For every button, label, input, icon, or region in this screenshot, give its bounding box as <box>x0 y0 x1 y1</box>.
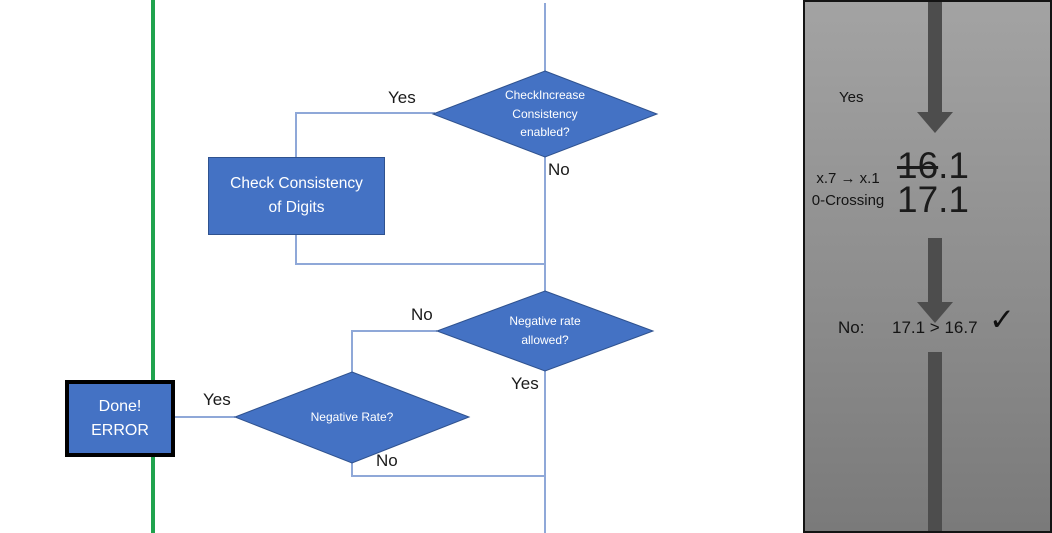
branch-label-no: No <box>411 305 433 324</box>
old-value-rest: .1 <box>938 145 970 186</box>
branch-label-yes: Yes <box>388 88 416 107</box>
branch-label-yes: Yes <box>203 390 231 409</box>
decision-rate-allowed-label: Negative rate allowed? <box>509 314 581 347</box>
branch-label-no: No <box>376 451 398 470</box>
no-return-connector <box>351 463 545 477</box>
no-branch-connector <box>351 330 437 372</box>
old-value: 16.1 <box>897 147 969 184</box>
side-annotation-panel: Yes x.7 → x.1 0-Crossing 16.1 17.1 No: 1… <box>803 0 1052 533</box>
flow-arrow-down-icon <box>928 238 942 303</box>
green-guide-line <box>151 0 155 533</box>
decision-negative-rate-label: Negative Rate? <box>310 409 394 424</box>
panel-rule-text: x.7 → x.1 0-Crossing <box>811 170 885 209</box>
panel-values: 16.1 17.1 <box>897 147 970 220</box>
decision-check-increase-label: CheckIncrease Consistency enabled? <box>504 88 586 140</box>
panel-yes-label: Yes <box>839 89 864 106</box>
process-check-consistency-box: Check Consistency of Digits <box>208 157 385 235</box>
decision-diamond-negative-rate <box>233 371 471 464</box>
panel-comparison: 17.1 > 16.7 <box>892 318 978 337</box>
checkmark-icon: ✓ <box>989 302 1015 338</box>
flow-arrow-down-icon <box>917 302 953 323</box>
branch-label-yes: Yes <box>511 374 539 393</box>
decision-diamond-rate-allowed <box>435 290 655 372</box>
flow-arrow-shaft <box>928 352 942 531</box>
decision-diamond-check-increase <box>431 70 659 158</box>
flow-arrow-down-icon <box>917 112 953 133</box>
flow-arrow-down-icon <box>928 2 942 113</box>
new-value: 17.1 <box>897 179 970 220</box>
branch-label-no: No <box>548 160 570 179</box>
old-value-struck: 16 <box>897 145 939 186</box>
terminal-done-error-box: Done! ERROR <box>65 380 175 457</box>
panel-result-label: No: <box>838 318 865 337</box>
